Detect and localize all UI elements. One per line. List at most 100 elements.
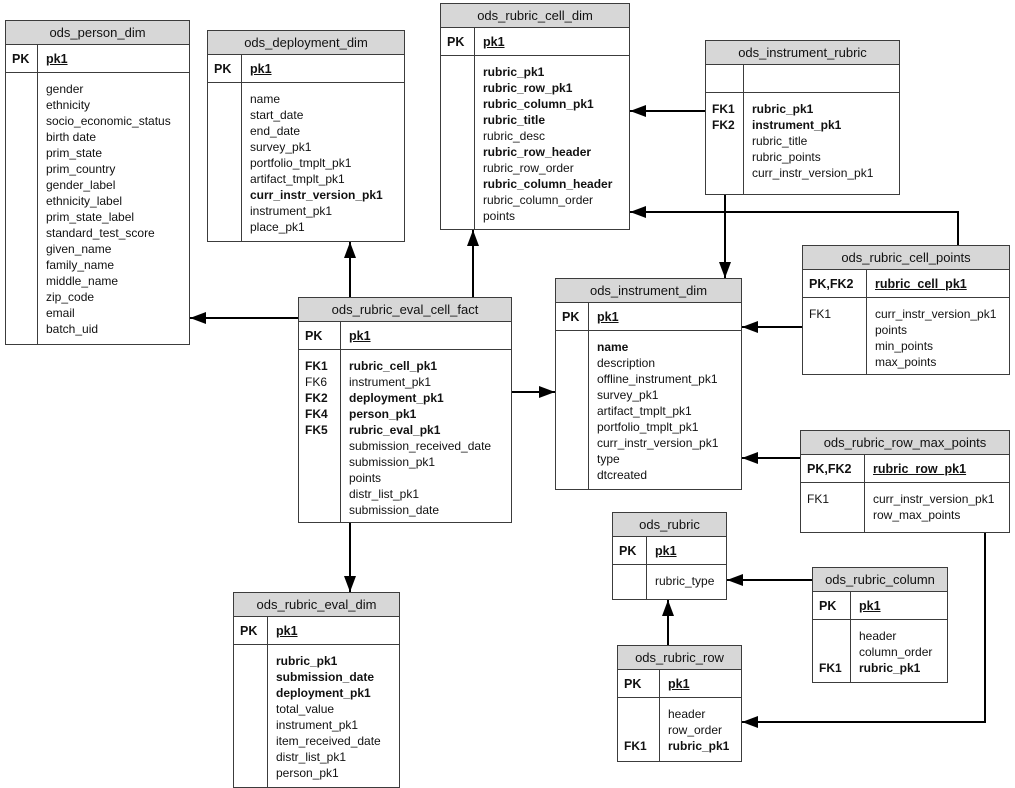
fk-key-label xyxy=(619,573,646,589)
entity-pk-section: PK pk1 xyxy=(441,28,629,56)
fk-key-column xyxy=(208,83,242,241)
field-name: rubric_column_header xyxy=(483,177,613,191)
field-name: offline_instrument_pk1 xyxy=(597,372,718,386)
field-name: deployment_pk1 xyxy=(276,686,371,700)
fk-key-label xyxy=(12,113,37,129)
pk-field-column: pk1 xyxy=(242,55,404,82)
field-column: rubric_type xyxy=(647,565,726,599)
pk-key-label: PK xyxy=(447,35,465,49)
field-name: description xyxy=(597,356,656,370)
field-name: given_name xyxy=(46,242,112,256)
fk-key-label: FK1 xyxy=(712,102,735,116)
fk-key-label xyxy=(712,133,743,149)
fk-key-column xyxy=(613,565,647,599)
fk-key-label xyxy=(12,305,37,321)
field-name: rubric_desc xyxy=(483,129,546,143)
pk-field-column: pk1 xyxy=(475,28,629,55)
pk-field-column: pk1 xyxy=(589,303,741,330)
entity-title: ods_instrument_rubric xyxy=(706,41,899,65)
field-name: portfolio_tmplt_pk1 xyxy=(597,420,699,434)
fk-key-label xyxy=(712,149,743,165)
fk-key-label: FK1 xyxy=(819,661,842,675)
fk-key-column xyxy=(441,56,475,229)
field-name: type xyxy=(597,452,620,466)
fk-key-label: FK5 xyxy=(305,423,328,437)
field-name: instrument_pk1 xyxy=(752,118,842,132)
field-name: ethnicity xyxy=(46,98,91,112)
entity-title: ods_rubric_column xyxy=(813,568,947,592)
fk-key-label xyxy=(447,144,474,160)
field-name: end_date xyxy=(250,124,301,138)
pk-key-label: PK xyxy=(619,544,637,558)
field-name: email xyxy=(46,306,75,320)
pk-field-name: pk1 xyxy=(46,52,68,66)
fk-key-label xyxy=(447,80,474,96)
pk-field-name: pk1 xyxy=(483,35,505,49)
connector-rubric-cell-points-to-rubric-cell-dim xyxy=(630,206,959,245)
field-name: rubric_column_pk1 xyxy=(483,97,594,111)
fk-key-label: FK2 xyxy=(305,391,328,405)
field-name: header xyxy=(859,629,897,643)
field-name: rubric_row_order xyxy=(483,161,574,175)
pk-field-column xyxy=(744,65,899,92)
field-name: total_value xyxy=(276,702,335,716)
fk-key-label xyxy=(12,209,37,225)
field-name: rubric_title xyxy=(752,134,808,148)
field-name: rubric_points xyxy=(752,150,821,164)
fk-key-column: FK1 xyxy=(618,698,660,761)
fk-key-label xyxy=(12,97,37,113)
field-name: rubric_type xyxy=(655,574,715,588)
pk-field-column: pk1 xyxy=(268,617,399,644)
entity-title: ods_rubric_cell_points xyxy=(803,246,1009,270)
field-name: family_name xyxy=(46,258,115,272)
field-name: row_order xyxy=(668,723,723,737)
field-name: rubric_eval_pk1 xyxy=(349,423,441,437)
field-name: rubric_column_order xyxy=(483,193,594,207)
fk-key-label xyxy=(305,454,340,470)
fk-key-label xyxy=(12,161,37,177)
pk-field-column: rubric_row_pk1 xyxy=(865,455,1009,482)
fk-key-label xyxy=(240,717,267,733)
fk-key-label xyxy=(809,338,866,354)
fk-key-label xyxy=(12,145,37,161)
field-name: rubric_row_pk1 xyxy=(483,81,573,95)
fk-key-label xyxy=(12,273,37,289)
entity-title: ods_rubric_row_max_points xyxy=(801,431,1009,455)
field-name: deployment_pk1 xyxy=(349,391,444,405)
fk-key-label: FK4 xyxy=(305,407,328,421)
fk-key-label xyxy=(447,208,474,224)
entity-body-section: rubric_type xyxy=(613,565,726,599)
fk-key-label xyxy=(12,129,37,145)
field-name: name xyxy=(250,92,281,106)
fk-key-label xyxy=(809,354,866,370)
fk-key-label xyxy=(12,257,37,273)
fk-key-label xyxy=(447,96,474,112)
fk-key-label xyxy=(562,339,588,355)
fk-key-label xyxy=(305,502,340,518)
pk-field-column: pk1 xyxy=(647,537,726,564)
fk-key-column: FK1 xyxy=(803,298,867,374)
field-name: points xyxy=(349,471,382,485)
field-name: header xyxy=(668,707,706,721)
pk-field-name: pk1 xyxy=(859,599,881,613)
fk-key-label xyxy=(214,171,241,187)
field-name: curr_instr_version_pk1 xyxy=(873,492,995,506)
pk-field-name: pk1 xyxy=(597,310,619,324)
